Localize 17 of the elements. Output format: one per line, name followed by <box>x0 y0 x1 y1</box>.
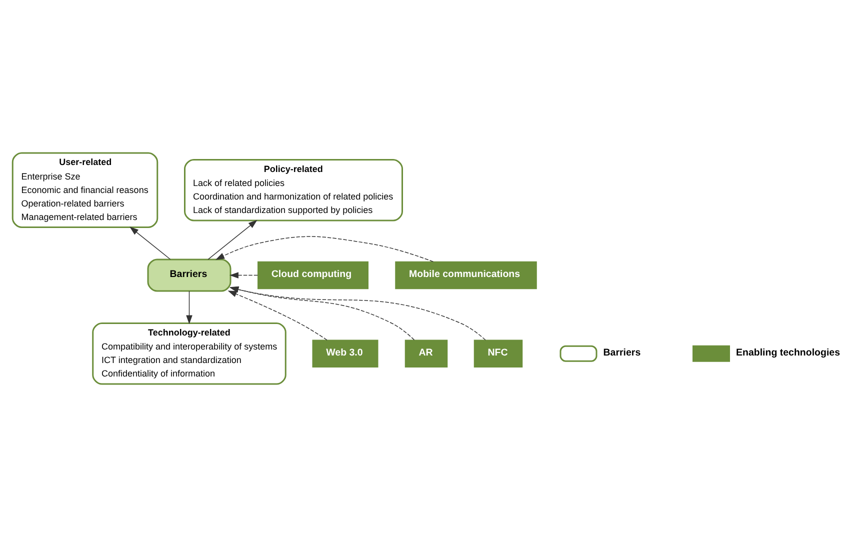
node-box: NFC <box>473 339 522 367</box>
legend-label: Enabling technologies <box>736 346 840 358</box>
node-box: Web 3.0 <box>312 339 378 367</box>
legend-label: Barriers <box>602 346 640 358</box>
arrow <box>186 290 192 324</box>
arrow <box>227 290 327 340</box>
node-box: User-related Enterprise Sze Economic and financial reasons Operation-related barriers Management-related barriers <box>11 152 158 228</box>
arrow <box>129 226 170 260</box>
arrow <box>207 219 257 260</box>
node-box: Policy-related Lack of related policies Coordination and harmonization of related policies Lack of standardization supported by policies <box>184 158 402 221</box>
node-box: Technology-related Compatibility and interoperability of systems ICT integration and standardization Confidentiality of information <box>92 322 286 384</box>
arrow <box>228 272 258 278</box>
arrow <box>214 236 434 262</box>
node-box: Barriers <box>146 258 231 292</box>
node-box: Mobile communications <box>394 260 536 289</box>
node-box: Cloud computing <box>257 260 368 289</box>
node-box: AR <box>404 339 448 367</box>
